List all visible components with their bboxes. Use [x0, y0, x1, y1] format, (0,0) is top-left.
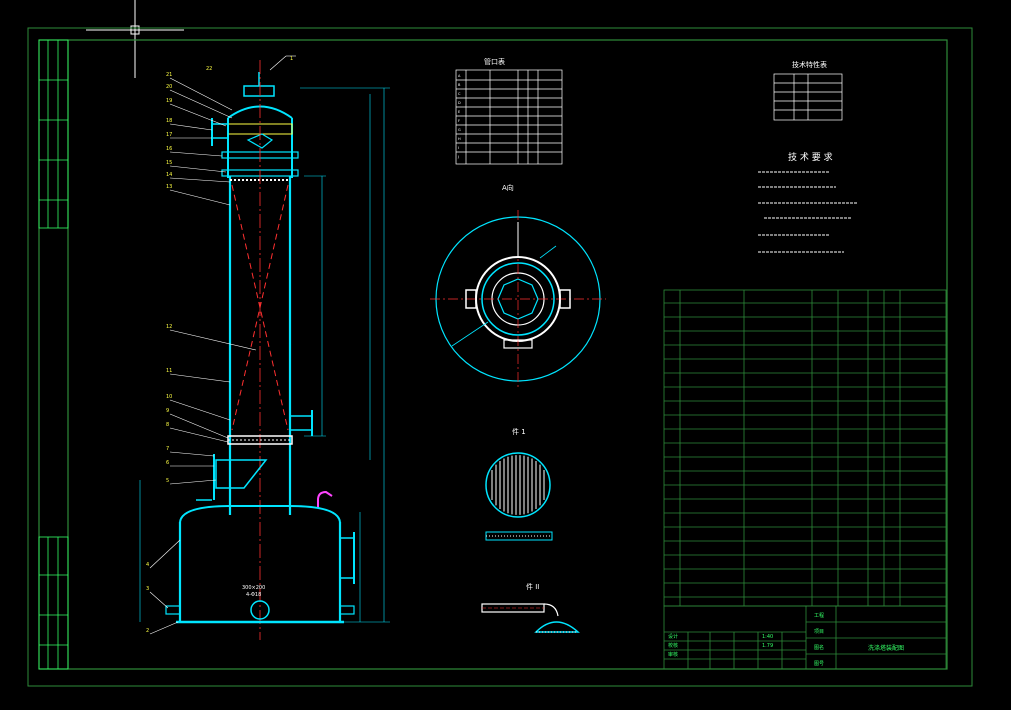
detail-2-nozzle: [481, 603, 580, 633]
svg-text:2: 2: [146, 628, 149, 634]
title-block-right-4: 图号: [814, 661, 824, 667]
svg-text:H: H: [458, 137, 461, 141]
svg-text:5: 5: [166, 478, 169, 484]
title-block-right-2: 项目: [814, 629, 824, 635]
svg-text:16: 16: [166, 146, 172, 152]
top-view: [430, 210, 606, 388]
parts-list-table: [663, 289, 947, 607]
top-view-label: A向: [502, 183, 514, 192]
svg-text:12: 12: [166, 324, 172, 330]
svg-text:G: G: [458, 128, 461, 132]
svg-text:B: B: [458, 83, 461, 87]
title-block-label-1: 设计: [668, 633, 678, 640]
svg-text:21: 21: [166, 72, 172, 78]
svg-text:18: 18: [166, 118, 172, 124]
title-block-label-2: 校核: [668, 642, 678, 649]
bottom-annotation-size: 300×200: [242, 585, 265, 591]
tech-req-title: 技 术 要 求: [788, 151, 833, 163]
title-block: [663, 605, 947, 670]
left-side-table-top: [38, 39, 69, 229]
title-block-scale: 1:40: [762, 634, 773, 640]
svg-text:19: 19: [166, 98, 172, 104]
svg-text:22: 22: [206, 66, 212, 72]
svg-text:14: 14: [166, 172, 172, 178]
detail-1-label: 件 1: [512, 427, 526, 436]
title-block-right-3: 图名: [814, 644, 824, 651]
svg-text:4: 4: [146, 562, 149, 568]
svg-text:3: 3: [146, 586, 149, 592]
svg-text:A: A: [458, 74, 461, 78]
inner-frame: [38, 39, 948, 670]
tech-req-lines: [758, 171, 858, 253]
svg-text:D: D: [458, 101, 461, 105]
spec-table-title: 技术特性表: [792, 60, 827, 69]
detail-2-label: 件 II: [526, 582, 539, 591]
crosshair-cursor-icon: [86, 0, 184, 78]
svg-text:J: J: [457, 155, 459, 159]
svg-text:8: 8: [166, 422, 169, 428]
svg-text:13: 13: [166, 184, 172, 190]
bottom-annotation-holes: 4-Φ18: [246, 592, 261, 598]
title-block-sheet: 1.79: [762, 643, 773, 649]
nozzle-table-title: 管口表: [484, 57, 505, 66]
svg-text:6: 6: [166, 460, 169, 466]
svg-text:C: C: [458, 92, 461, 96]
title-block-label-3: 审核: [668, 651, 678, 658]
svg-text:1: 1: [290, 56, 293, 62]
spec-table: [773, 73, 843, 121]
title-block-drawing-name: 洗涤塔装配图: [868, 644, 904, 652]
svg-text:7: 7: [166, 446, 169, 452]
detail-1-grid: [485, 452, 553, 541]
title-block-right-1: 工程: [814, 612, 824, 619]
nozzle-table: [455, 69, 563, 165]
svg-text:F: F: [458, 119, 460, 123]
nozzle-table-cells: A B C D E F G H I J: [457, 74, 461, 159]
svg-text:11: 11: [166, 368, 172, 374]
svg-text:15: 15: [166, 160, 172, 166]
outer-frame: [27, 27, 973, 687]
svg-text:10: 10: [166, 394, 172, 400]
svg-text:17: 17: [166, 132, 172, 138]
svg-text:20: 20: [166, 84, 172, 90]
svg-text:9: 9: [166, 408, 169, 414]
svg-text:I: I: [458, 146, 459, 150]
svg-text:E: E: [458, 110, 460, 114]
left-side-table-bottom: [38, 536, 69, 670]
